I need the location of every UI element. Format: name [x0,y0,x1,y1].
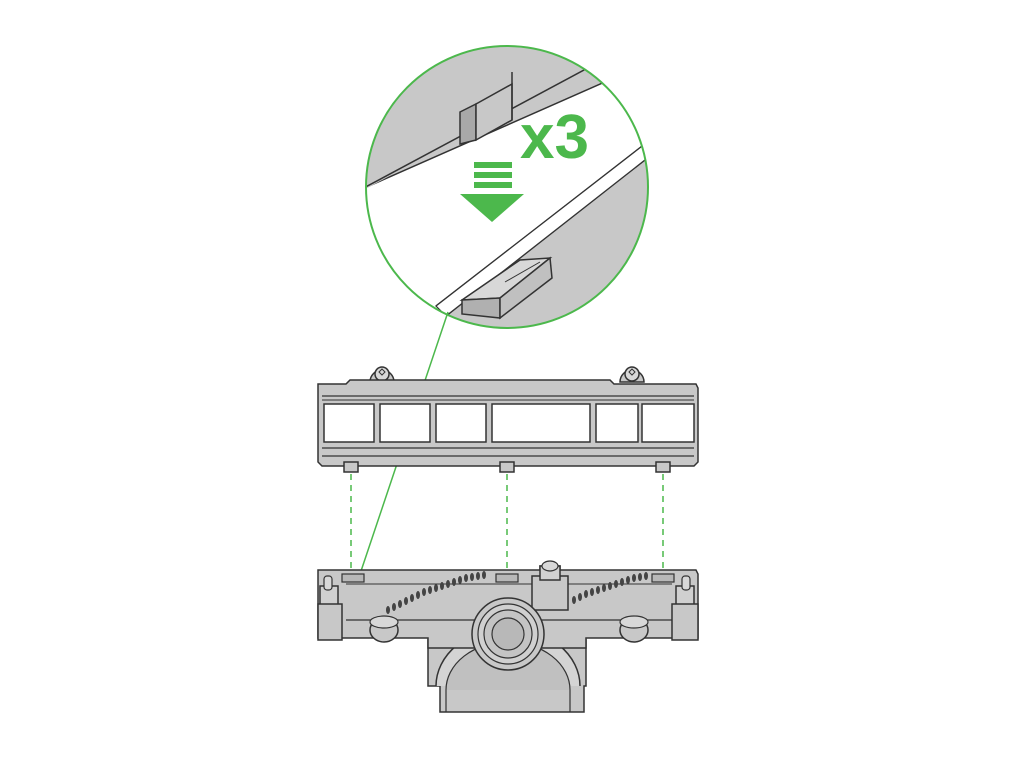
wheel-right-icon [619,615,649,643]
roller-hub-icon [471,597,545,671]
center-post [531,560,569,611]
clip-right [655,461,671,473]
side-post-right [671,575,699,641]
filter-cover [317,366,699,473]
wheel-left-icon [369,615,399,643]
alignment-guides [350,474,664,572]
screw-right-icon [619,366,645,383]
clip-left [343,461,359,473]
zoom-detail: x3 [365,45,649,329]
lower-latch [459,256,553,320]
brush-bristles-left [386,571,486,614]
upper-tab [459,72,513,145]
arrow-down-icon [460,162,524,222]
roller-housing [317,560,699,713]
clip-middle [499,461,515,473]
brush-bristles-right [572,572,648,604]
count-label: x3 [520,103,589,172]
side-post-left [317,575,343,641]
screw-left-icon [369,366,395,383]
